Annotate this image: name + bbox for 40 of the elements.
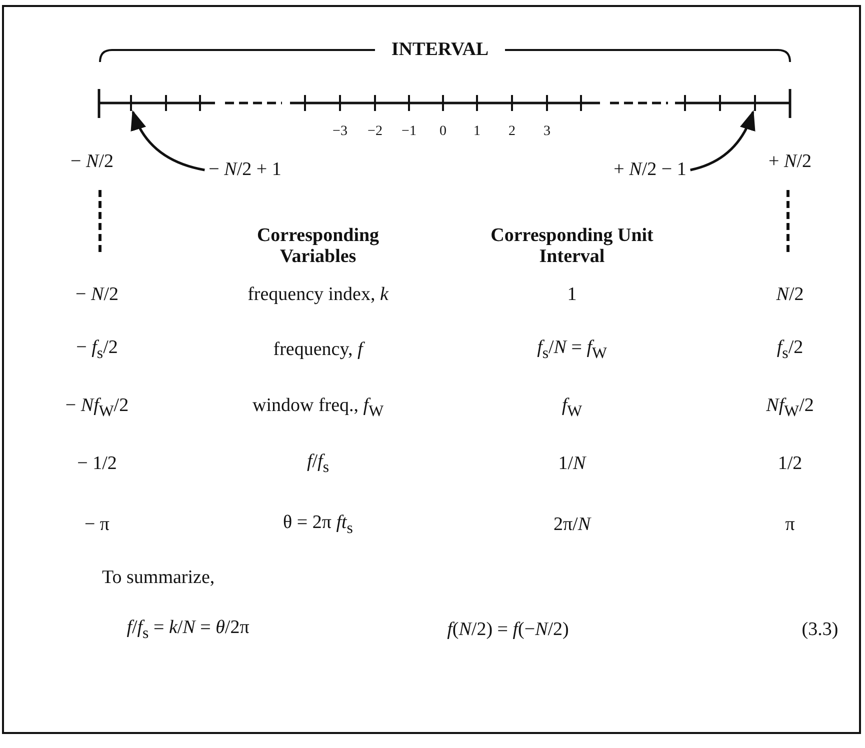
arrow	[690, 110, 755, 172]
tick-label: 2	[508, 124, 516, 140]
interval-heading: INTERVAL	[391, 39, 489, 61]
tick-label: −2	[368, 124, 382, 140]
math-label: − N/2 + 1	[208, 159, 282, 181]
tick-label: 0	[440, 124, 446, 140]
table-cell: Nf$_{W}$/2	[766, 395, 814, 421]
tick-label: 1	[474, 124, 480, 140]
table-cell: − Nf$_{W}$/2	[65, 395, 129, 421]
table-cell: f$_{s}$/N = f$_{W}$	[537, 337, 607, 363]
table-cell: 1/2	[778, 453, 802, 475]
column-heading: Corresponding Variables	[256, 226, 380, 268]
arrow	[132, 110, 205, 172]
table-cell: f$_{s}$/2	[776, 337, 804, 363]
table-cell: 1/N	[558, 453, 586, 475]
table-cell: − N/2	[76, 284, 118, 306]
table-cell: − f$_{s}$/2	[76, 337, 118, 363]
table-cell: π	[785, 514, 795, 536]
table-cell: − 1/2	[77, 453, 117, 475]
text-line: To summarize,	[102, 567, 215, 589]
table-cell: 1	[567, 284, 577, 306]
equation-number: (3.3)	[802, 619, 838, 641]
table-cell: N/2	[776, 284, 804, 306]
tick-label: −3	[332, 124, 348, 140]
table-cell: θ = 2π ft$_{s}$	[283, 512, 353, 538]
table-cell: window freq., f$_{W}$	[252, 395, 384, 421]
column-heading: Corresponding Unit Interval	[490, 226, 654, 268]
table-cell: f/f$_{s}$	[307, 451, 329, 477]
table-cell: − π	[84, 514, 110, 536]
table-cell: f$_{W}$	[562, 395, 582, 421]
table-cell: frequency index, k	[248, 284, 388, 306]
equation: f(N/2) = f(−N/2)	[447, 619, 569, 641]
math-label: − N/2	[70, 151, 114, 173]
table-cell: 2π/N	[553, 514, 591, 536]
table-cell: frequency, f	[273, 339, 363, 361]
equation: f/f$_{s}$ = k/N = θ/2π	[126, 617, 250, 643]
math-label: + N/2 − 1	[614, 159, 686, 181]
tick-label: −1	[402, 124, 416, 140]
math-label: + N/2	[768, 151, 812, 173]
tick-label: 3	[544, 124, 550, 140]
